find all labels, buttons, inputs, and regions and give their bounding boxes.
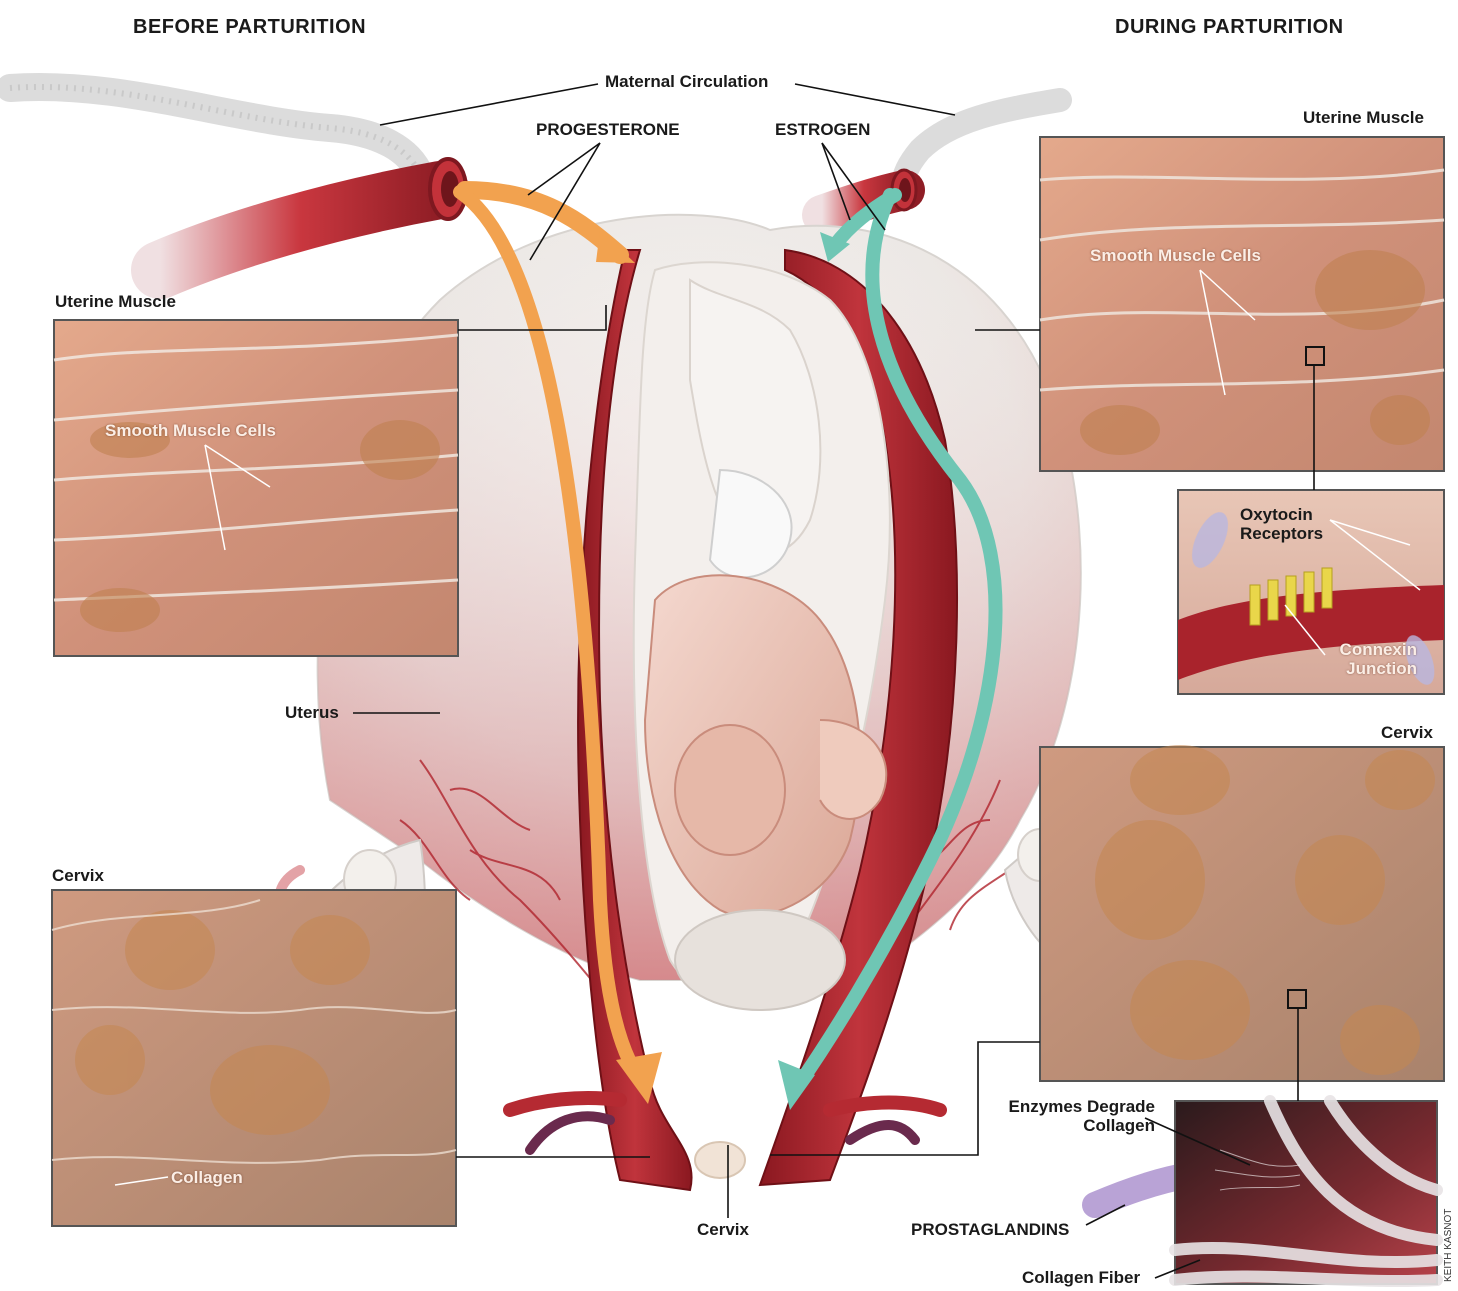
label-uterine-muscle-left: Uterine Muscle xyxy=(55,292,176,311)
label-prostaglandins: PROSTAGLANDINS xyxy=(911,1220,1069,1239)
panel-uterine-muscle-before xyxy=(54,320,458,656)
label-cervix-right: Cervix xyxy=(1381,723,1433,742)
label-oxytocin-receptors: Oxytocin Receptors xyxy=(1240,505,1340,543)
label-enzymes-degrade-collagen: Enzymes Degrade Collagen xyxy=(975,1097,1155,1135)
label-uterus: Uterus xyxy=(285,703,339,722)
panel-collagen-fiber xyxy=(1175,1101,1437,1284)
artist-credit: KEITH KASNOT xyxy=(1443,1209,1454,1282)
label-collagen-fiber: Collagen Fiber xyxy=(1022,1268,1140,1287)
panel-cervix-during xyxy=(1040,745,1444,1081)
header-during-parturition: DURING PARTURITION xyxy=(1115,16,1344,38)
panel-cervix-before xyxy=(52,890,456,1226)
maternal-vessel-left xyxy=(10,87,466,270)
maternal-vessel-right xyxy=(822,100,1060,215)
label-estrogen: ESTROGEN xyxy=(775,120,870,139)
panel-uterine-muscle-during xyxy=(1040,137,1444,471)
label-progesterone: PROGESTERONE xyxy=(536,120,680,139)
label-cervix-bottom: Cervix xyxy=(697,1220,749,1239)
label-maternal-circulation: Maternal Circulation xyxy=(605,72,768,91)
label-uterine-muscle-right: Uterine Muscle xyxy=(1303,108,1424,127)
label-smooth-muscle-cells-right: Smooth Muscle Cells xyxy=(1090,246,1261,265)
header-before-parturition: BEFORE PARTURITION xyxy=(133,16,366,38)
label-cervix-left: Cervix xyxy=(52,866,104,885)
label-connexin-junction: Connexin Junction xyxy=(1322,640,1417,678)
cervical-vessels xyxy=(510,1098,940,1178)
label-collagen: Collagen xyxy=(171,1168,243,1187)
label-smooth-muscle-cells-left: Smooth Muscle Cells xyxy=(105,421,276,440)
